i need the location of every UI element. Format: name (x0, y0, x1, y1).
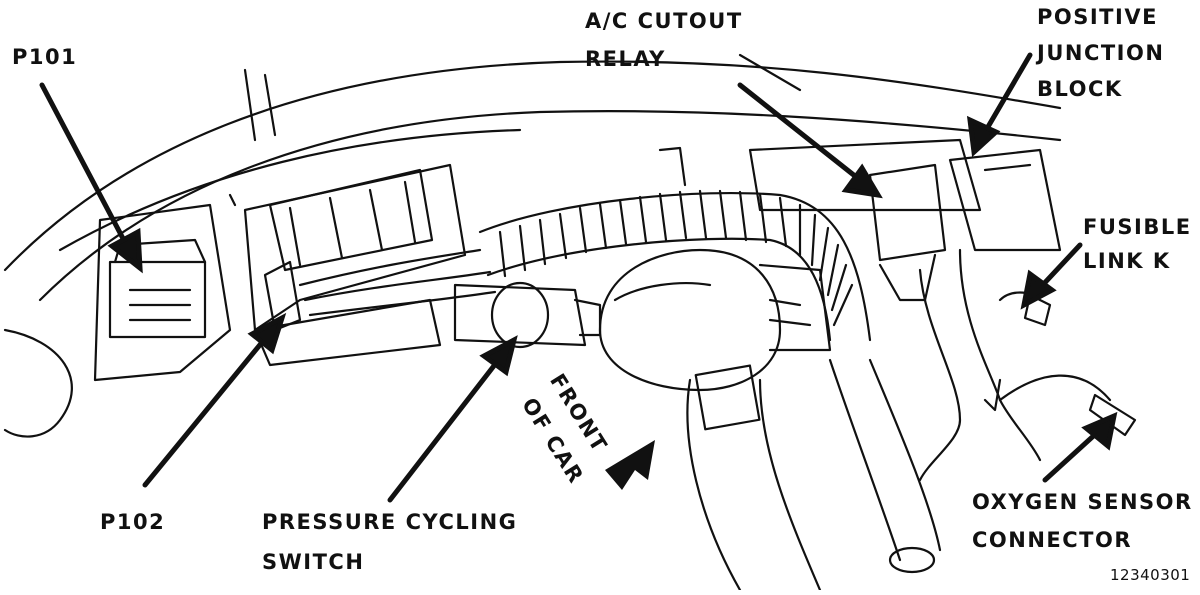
p101-connector (108, 260, 207, 339)
fusible-link (1023, 293, 1052, 327)
label-ac-cutout-relay-line2: RELAY (585, 47, 666, 71)
label-oxygen-line2: CONNECTOR (972, 528, 1133, 552)
bay-left (93, 203, 232, 382)
label-positive-line1: POSITIVE (1037, 5, 1158, 29)
p101-leader (39, 82, 131, 251)
label-positive-line3: BLOCK (1037, 77, 1123, 101)
junction-block (948, 148, 1062, 252)
hose-right (828, 358, 942, 562)
accumulator-dome (598, 248, 782, 392)
relay-leader (737, 82, 863, 183)
hood-edge (3, 60, 1062, 272)
hose-lower (686, 378, 822, 592)
label-fusible-line2: LINK K (1083, 249, 1171, 273)
p102-block (243, 163, 467, 332)
corrugated-loom (478, 191, 872, 342)
front-arrow-icon (605, 440, 655, 490)
pressure-leader (387, 355, 503, 503)
label-oxygen-line1: OXYGEN SENSOR (972, 490, 1193, 514)
ac-relay (868, 163, 947, 262)
p102-leader (142, 332, 271, 488)
label-p102: P102 (100, 510, 166, 534)
fender-lip (3, 328, 73, 438)
junction-leader (982, 52, 1033, 135)
wire-bundle (298, 248, 497, 317)
label-p101: P101 (12, 45, 78, 69)
label-ac-cutout-relay-line1: A/C CUTOUT (585, 9, 743, 33)
label-positive-line2: JUNCTION (1037, 41, 1165, 65)
relay-mount (748, 138, 982, 212)
part-number: 12340301 (1110, 566, 1191, 584)
fender-inner (38, 110, 1062, 302)
label-pressure-line1: PRESSURE CYCLING (262, 510, 518, 534)
label-pressure-line2: SWITCH (262, 550, 365, 574)
oxygen-leader (1042, 427, 1103, 483)
o2-connector (1088, 393, 1137, 437)
cowl-line (58, 128, 522, 252)
label-fusible-line1: FUSIBLE (1083, 215, 1192, 239)
